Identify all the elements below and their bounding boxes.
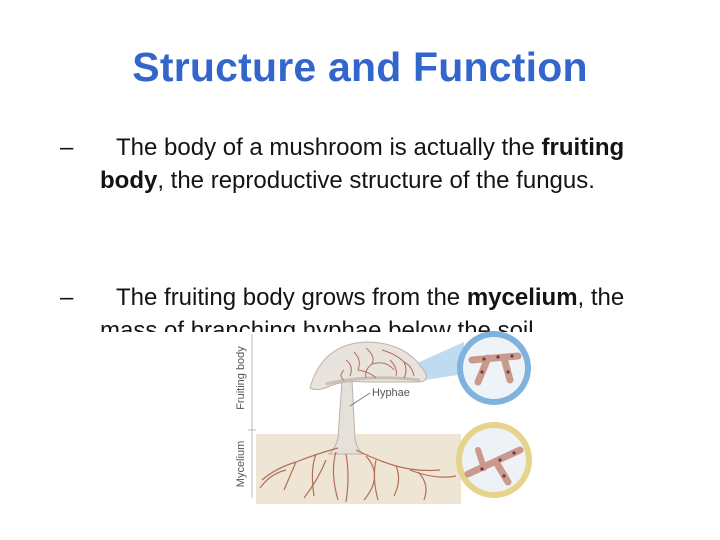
mycelium-network — [259, 447, 457, 503]
inset-top-fill — [463, 337, 525, 399]
bullet-text-end: , the reproductive structure of the fung… — [157, 167, 595, 194]
inset-hyphae-closeup — [457, 331, 531, 405]
bullet-dash: – — [60, 134, 74, 161]
bullet-dash: – — [60, 284, 74, 311]
bullet-text-end: , the mass of branching hyphae below the… — [100, 284, 625, 332]
bullet-fruiting-body: – The body of a mushroom is actually the… — [60, 131, 680, 197]
hypha-segment — [468, 352, 522, 364]
label-hyphae: Hyphae — [372, 387, 410, 399]
bullet-text: The fruiting body grows from the myceliu… — [60, 281, 680, 332]
mushroom-gills — [325, 376, 421, 386]
hypha-segment — [492, 458, 512, 486]
cap-hyphae — [340, 347, 415, 381]
hypha-segment — [500, 354, 514, 384]
bullet-mycelium: – The fruiting body grows from the mycel… — [60, 281, 680, 332]
label-mycelium: Mycelium — [235, 441, 247, 487]
inset-mycelium-closeup — [456, 422, 532, 498]
label-fruiting-body: Fruiting body — [235, 346, 247, 410]
hypha-segment — [475, 447, 487, 471]
mushroom-figure: Fruiting body Mycelium Hyphae — [226, 330, 541, 508]
hypha-segment — [474, 354, 492, 386]
soil-region — [256, 434, 461, 504]
bullet-text-start: The fruiting body grows from the — [116, 284, 467, 311]
bullet-text: The body of a mushroom is actually the f… — [60, 131, 680, 197]
bullet-bold-term: mycelium — [466, 284, 578, 311]
slide-title: Structure and Function — [132, 44, 588, 90]
bullet-bold-term: fruiting body — [100, 134, 625, 194]
side-labels: Fruiting body Mycelium — [235, 334, 256, 498]
mushroom-diagram: Fruiting body Mycelium Hyphae — [235, 331, 532, 504]
bullet-text-start: The body of a mushroom is actually the — [116, 134, 542, 161]
hyphae-pointer — [349, 392, 371, 407]
